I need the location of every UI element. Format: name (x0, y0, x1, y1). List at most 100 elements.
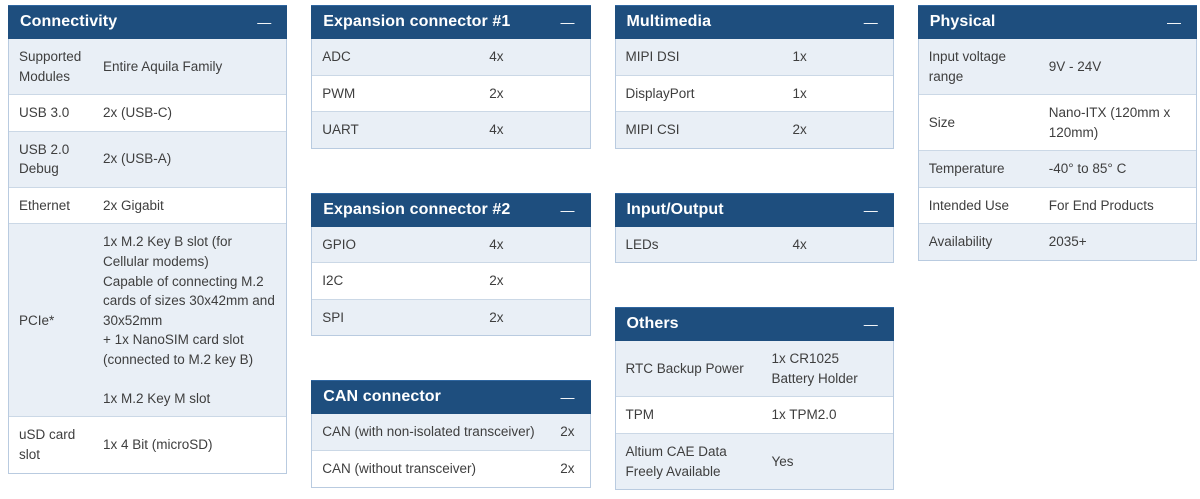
table-physical-body: Input voltage range 9V - 24V Size Nano-I… (917, 39, 1197, 261)
spec-value: 2035+ (1048, 234, 1087, 250)
spec-label: SPI (322, 309, 345, 325)
table-row: Ethernet 2x Gigabit (9, 187, 287, 225)
spec-label: DisplayPort (625, 85, 695, 101)
spec-value: 2x (560, 460, 575, 476)
table-others-body: RTC Backup Power 1x CR1025 Battery Holde… (614, 341, 894, 491)
spec-label: LEDs (625, 236, 659, 252)
table-row: LEDs 4x (615, 226, 893, 263)
collapse-minus-icon[interactable]: — (863, 14, 878, 30)
table-physical: Physical — Input voltage range 9V - 24V … (917, 5, 1197, 261)
spec-value: Nano-ITX (120mm x 120mm) (1048, 105, 1171, 140)
spec-value: 2x (792, 122, 807, 138)
table-others-header[interactable]: Others — (614, 307, 894, 342)
spec-value: 2x (USB-C) (103, 105, 173, 121)
spec-grid: Connectivity — Supported Modules Entire … (8, 5, 1197, 491)
spec-value: 2x Gigabit (103, 197, 164, 213)
spec-label: PWM (322, 85, 356, 101)
spec-label: PCIe* (19, 312, 55, 328)
spec-label: Input voltage range (928, 49, 1007, 84)
table-row: uSD card slot 1x 4 Bit (microSD) (9, 417, 287, 473)
table-row: CAN (with non-isolated transceiver) 2x (312, 414, 590, 451)
table-expansion-connector-1-header[interactable]: Expansion connector #1 — (311, 5, 591, 39)
spec-column-4: Physical — Input voltage range 9V - 24V … (917, 5, 1197, 261)
panel-title: Connectivity (20, 13, 118, 30)
collapse-minus-icon[interactable]: — (863, 201, 878, 218)
table-physical-header[interactable]: Physical — (917, 5, 1197, 39)
spec-label: MIPI DSI (625, 49, 680, 64)
spec-column-2: Expansion connector #1 — ADC 4x PWM 2x U… (311, 5, 591, 488)
spec-value: 4x (489, 122, 504, 138)
spec-label: CAN (without transceiver) (322, 460, 477, 476)
table-row: GPIO 4x (312, 226, 590, 264)
table-expansion-connector-2-header[interactable]: Expansion connector #2 — (311, 192, 591, 227)
panel-title: Multimedia (626, 13, 712, 30)
spec-value: 4x (489, 236, 504, 252)
panel-title: Expansion connector #1 (323, 13, 511, 30)
spec-value: 4x (489, 49, 504, 64)
table-row: Intended Use For End Products (918, 187, 1196, 225)
table-row: MIPI DSI 1x (615, 39, 893, 76)
table-connectivity-header[interactable]: Connectivity — (8, 5, 288, 39)
table-multimedia: Multimedia — MIPI DSI 1x DisplayPort 1x … (614, 5, 894, 149)
table-row: USB 2.0 Debug 2x (USB-A) (9, 131, 287, 188)
spec-value: Entire Aquila Family (103, 58, 223, 74)
panel-title: Expansion connector #2 (323, 200, 511, 218)
spec-value: 1x TPM2.0 (771, 407, 837, 423)
spec-label: ADC (322, 49, 351, 64)
collapse-minus-icon[interactable]: — (560, 389, 575, 406)
spec-value: 2x (489, 85, 504, 101)
table-others: Others — RTC Backup Power 1x CR1025 Batt… (614, 307, 894, 491)
table-row: ADC 4x (312, 39, 590, 76)
spec-label: MIPI CSI (625, 122, 680, 138)
collapse-minus-icon[interactable]: — (560, 14, 575, 30)
spec-label: CAN (with non-isolated transceiver) (322, 424, 535, 440)
spec-column-1: Connectivity — Supported Modules Entire … (8, 5, 288, 474)
table-row: Input voltage range 9V - 24V (918, 39, 1196, 96)
table-expansion-connector-1: Expansion connector #1 — ADC 4x PWM 2x U… (311, 5, 591, 149)
table-connectivity: Connectivity — Supported Modules Entire … (8, 5, 288, 474)
panel-title: Input/Output (626, 200, 724, 218)
table-connectivity-body: Supported Modules Entire Aquila Family U… (8, 39, 288, 474)
table-row: DisplayPort 1x (615, 75, 893, 113)
table-multimedia-body: MIPI DSI 1x DisplayPort 1x MIPI CSI 2x (614, 39, 894, 149)
table-row: MIPI CSI 2x (615, 112, 893, 148)
table-row: TPM 1x TPM2.0 (615, 397, 893, 434)
spec-value: 9V - 24V (1048, 58, 1102, 74)
spec-value: Yes (771, 453, 794, 469)
spec-label: Altium CAE Data Freely Available (625, 443, 727, 479)
spec-value: For End Products (1048, 197, 1154, 213)
table-row: USB 3.0 2x (USB-C) (9, 95, 287, 132)
table-input-output-body: LEDs 4x (614, 226, 894, 264)
collapse-minus-icon[interactable]: — (1167, 14, 1181, 30)
table-row: PWM 2x (312, 75, 590, 113)
spec-label: RTC Backup Power (625, 361, 744, 377)
table-row: I2C 2x (312, 263, 590, 300)
spec-label: I2C (322, 273, 344, 289)
spec-label: Supported Modules (19, 49, 82, 84)
spec-value: 1x M.2 Key B slot (for Cellular modems) … (103, 234, 275, 406)
spec-value: 2x (489, 273, 504, 289)
table-row: Altium CAE Data Freely Available Yes (615, 433, 893, 490)
collapse-minus-icon[interactable]: — (257, 14, 272, 30)
table-multimedia-header[interactable]: Multimedia — (614, 5, 894, 39)
spec-label: UART (322, 122, 359, 138)
table-can-connector-header[interactable]: CAN connector — (311, 380, 591, 415)
panel-title: Physical (929, 13, 996, 30)
table-expansion-connector-2-body: GPIO 4x I2C 2x SPI 2x (311, 226, 591, 337)
table-row: PCIe* 1x M.2 Key B slot (for Cellular mo… (9, 224, 287, 418)
spec-value: 1x 4 Bit (microSD) (103, 437, 213, 453)
table-row: RTC Backup Power 1x CR1025 Battery Holde… (615, 341, 893, 398)
spec-label: TPM (625, 407, 655, 423)
spec-value: 2x (560, 424, 575, 440)
spec-label: Size (928, 114, 956, 130)
spec-value: 4x (792, 236, 807, 252)
table-row: CAN (without transceiver) 2x (312, 450, 590, 487)
spec-label: Ethernet (19, 197, 71, 213)
spec-label: GPIO (322, 236, 357, 252)
table-row: UART 4x (312, 112, 590, 148)
collapse-minus-icon[interactable]: — (560, 201, 575, 218)
table-input-output-header[interactable]: Input/Output — (614, 192, 894, 227)
panel-title: CAN connector (323, 388, 442, 406)
collapse-minus-icon[interactable]: — (863, 316, 878, 333)
